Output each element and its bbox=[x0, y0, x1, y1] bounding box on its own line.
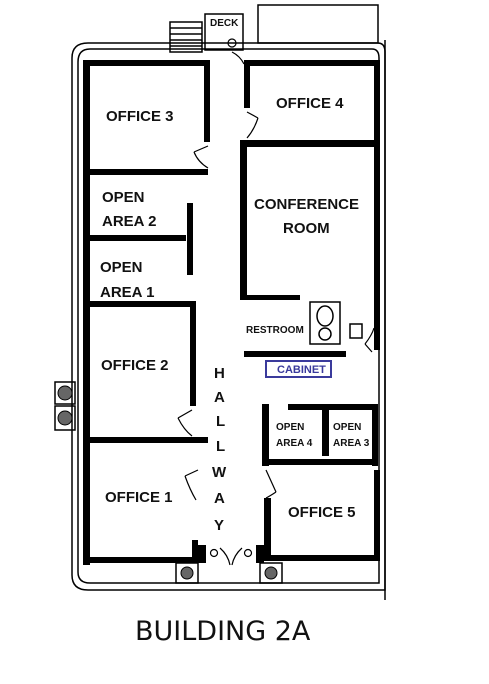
stairs bbox=[169, 21, 203, 53]
hallway-letter: H bbox=[214, 365, 225, 382]
label-cabinet: CABINET bbox=[277, 364, 326, 376]
door-office1 bbox=[184, 469, 199, 501]
hallway-letter: A bbox=[214, 490, 225, 507]
label-deck: DECK bbox=[210, 18, 239, 29]
door-restroom bbox=[364, 327, 375, 353]
label-open-area2-line2: AREA 2 bbox=[102, 213, 156, 230]
deck-post bbox=[227, 38, 237, 48]
cabinet-box: CABINET bbox=[265, 360, 332, 378]
ac-unit-front-left bbox=[175, 562, 199, 584]
hallway-letter: A bbox=[214, 389, 225, 406]
building-outline-inner bbox=[77, 48, 380, 584]
ac-unit-left-top bbox=[54, 381, 76, 405]
label-conference-line1: CONFERENCE bbox=[254, 196, 359, 213]
hallway-letter: L bbox=[216, 413, 225, 430]
restroom-fixtures bbox=[309, 301, 363, 345]
label-open-area1-line2: AREA 1 bbox=[100, 284, 154, 301]
hallway-letter: L bbox=[216, 438, 225, 455]
label-office2: OFFICE 2 bbox=[101, 357, 169, 374]
label-office4: OFFICE 4 bbox=[276, 95, 344, 112]
building-title: BUILDING 2A bbox=[135, 616, 311, 647]
hallway-letter: Y bbox=[214, 517, 224, 534]
front-entrance bbox=[198, 545, 264, 566]
label-office5: OFFICE 5 bbox=[288, 504, 356, 521]
label-office3: OFFICE 3 bbox=[106, 108, 174, 125]
door-office4 bbox=[246, 111, 259, 139]
building-outline bbox=[71, 42, 386, 591]
label-office1: OFFICE 1 bbox=[105, 489, 173, 506]
label-open-area3-line2: AREA 3 bbox=[333, 438, 370, 449]
door-office2 bbox=[177, 409, 193, 437]
label-open-area3-line1: OPEN bbox=[333, 422, 361, 433]
label-conference-line2: ROOM bbox=[283, 220, 330, 237]
door-deck bbox=[231, 51, 245, 65]
deck-structure bbox=[204, 13, 244, 51]
label-restroom: RESTROOM bbox=[246, 325, 304, 336]
door-office3 bbox=[193, 145, 209, 169]
ac-unit-left-bottom bbox=[54, 405, 76, 431]
hallway-letter: W bbox=[212, 464, 227, 481]
label-open-area2-line1: OPEN bbox=[102, 189, 145, 206]
label-open-area4-line1: OPEN bbox=[276, 422, 304, 433]
label-open-area1-line1: OPEN bbox=[100, 259, 143, 276]
deck-platform bbox=[257, 4, 379, 44]
ac-unit-front-right bbox=[259, 562, 283, 584]
hallway-label: H A L L W A Y bbox=[212, 365, 227, 534]
label-open-area4-line2: AREA 4 bbox=[276, 438, 313, 449]
door-office5 bbox=[265, 469, 277, 499]
